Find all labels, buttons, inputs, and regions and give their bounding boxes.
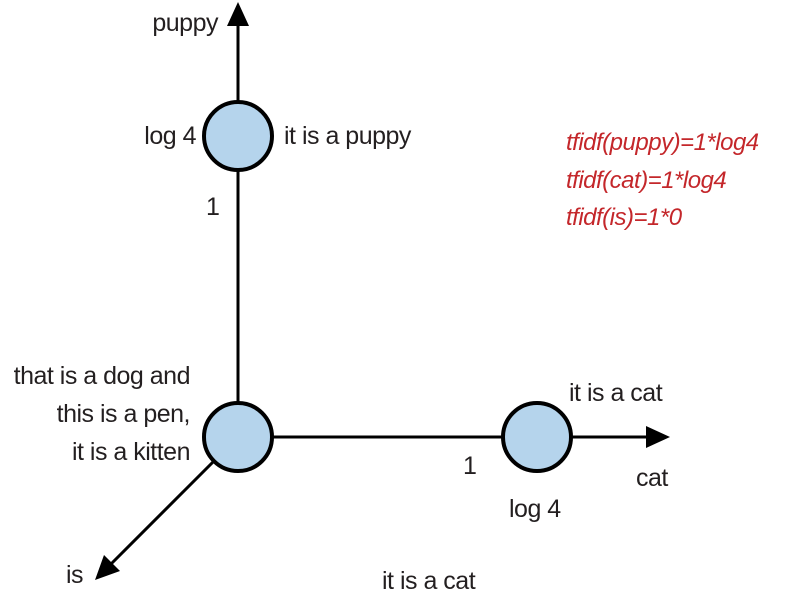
puppy-axis-arrowhead	[227, 2, 249, 26]
puppy-axis-label: puppy	[152, 9, 219, 37]
vertical-edge-label: 1	[206, 193, 219, 221]
top-node-circle	[202, 100, 274, 172]
top-node-weight-label: log 4	[144, 122, 196, 150]
bottom-caption: it is a cat	[382, 567, 476, 595]
is-axis-arrowhead	[95, 555, 120, 580]
origin-node-label-line-2: this is a pen,	[57, 400, 190, 428]
formula-is: tfidf(is)=1*0	[566, 204, 683, 231]
right-node-circle	[501, 401, 573, 473]
right-node-weight-label: log 4	[509, 495, 561, 523]
origin-node-circle	[202, 401, 274, 473]
horizontal-edge-label: 1	[463, 452, 476, 480]
cat-axis-label: cat	[636, 464, 668, 492]
cat-axis-arrowhead	[646, 426, 670, 448]
top-node-document-label: it is a puppy	[284, 122, 412, 150]
origin-node-label-line-3: it is a kitten	[72, 438, 190, 466]
is-axis-label: is	[66, 561, 83, 589]
origin-node-label-line-1: that is a dog and	[14, 362, 190, 390]
formula-puppy: tfidf(puppy)=1*log4	[566, 129, 759, 156]
formula-cat: tfidf(cat)=1*log4	[566, 167, 726, 194]
right-node-document-label: it is a cat	[569, 379, 663, 407]
